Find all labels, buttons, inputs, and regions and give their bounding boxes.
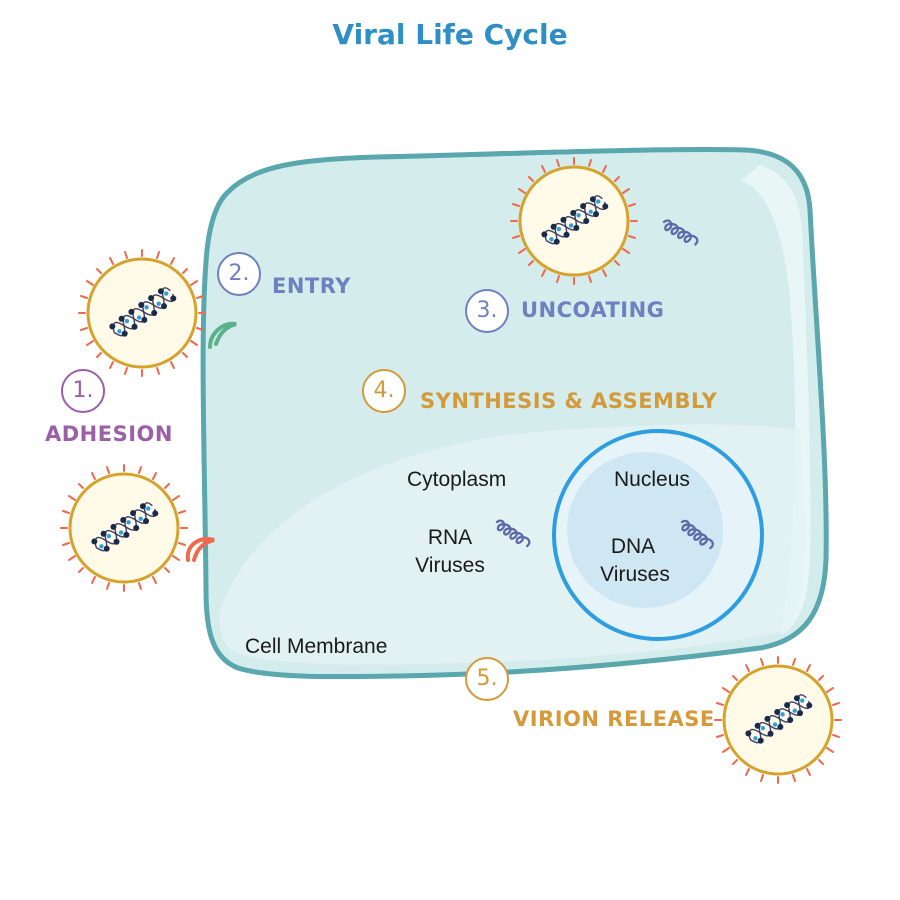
virion-release (713, 655, 843, 785)
receptor-red (185, 537, 215, 562)
nucleus-label: Nucleus (614, 468, 690, 491)
cell-highlight (740, 165, 811, 635)
rna-viruses-label-line1: RNA (427, 526, 473, 549)
step-4-number: 4. (362, 369, 406, 413)
dna-viruses-label-line2: Viruses (600, 563, 670, 586)
virion-uncoating (509, 156, 639, 286)
diagram-title: Viral Life Cycle (332, 18, 568, 51)
step-5-label: VIRION RELEASE (513, 707, 715, 731)
step-1-label: ADHESION (45, 422, 173, 446)
nucleus-inner (567, 452, 723, 608)
virion-adhesion (77, 248, 207, 378)
step-2-number: 2. (217, 252, 261, 296)
step-5-number: 5. (465, 657, 509, 701)
virion-entry (59, 463, 189, 593)
dna-viruses-label-line1: DNA (610, 535, 656, 558)
step-2-label: ENTRY (272, 274, 351, 298)
receptor-green (208, 321, 237, 349)
rna-viruses-label-line2: Viruses (415, 554, 485, 577)
step-3-number: 3. (465, 289, 509, 333)
step-1-number: 1. (61, 369, 105, 413)
step-4-label: SYNTHESIS & ASSEMBLY (420, 389, 718, 413)
cell-membrane-label: Cell Membrane (245, 635, 388, 658)
step-3-label: UNCOATING (521, 298, 665, 322)
cytoplasm-label: Cytoplasm (407, 468, 507, 491)
